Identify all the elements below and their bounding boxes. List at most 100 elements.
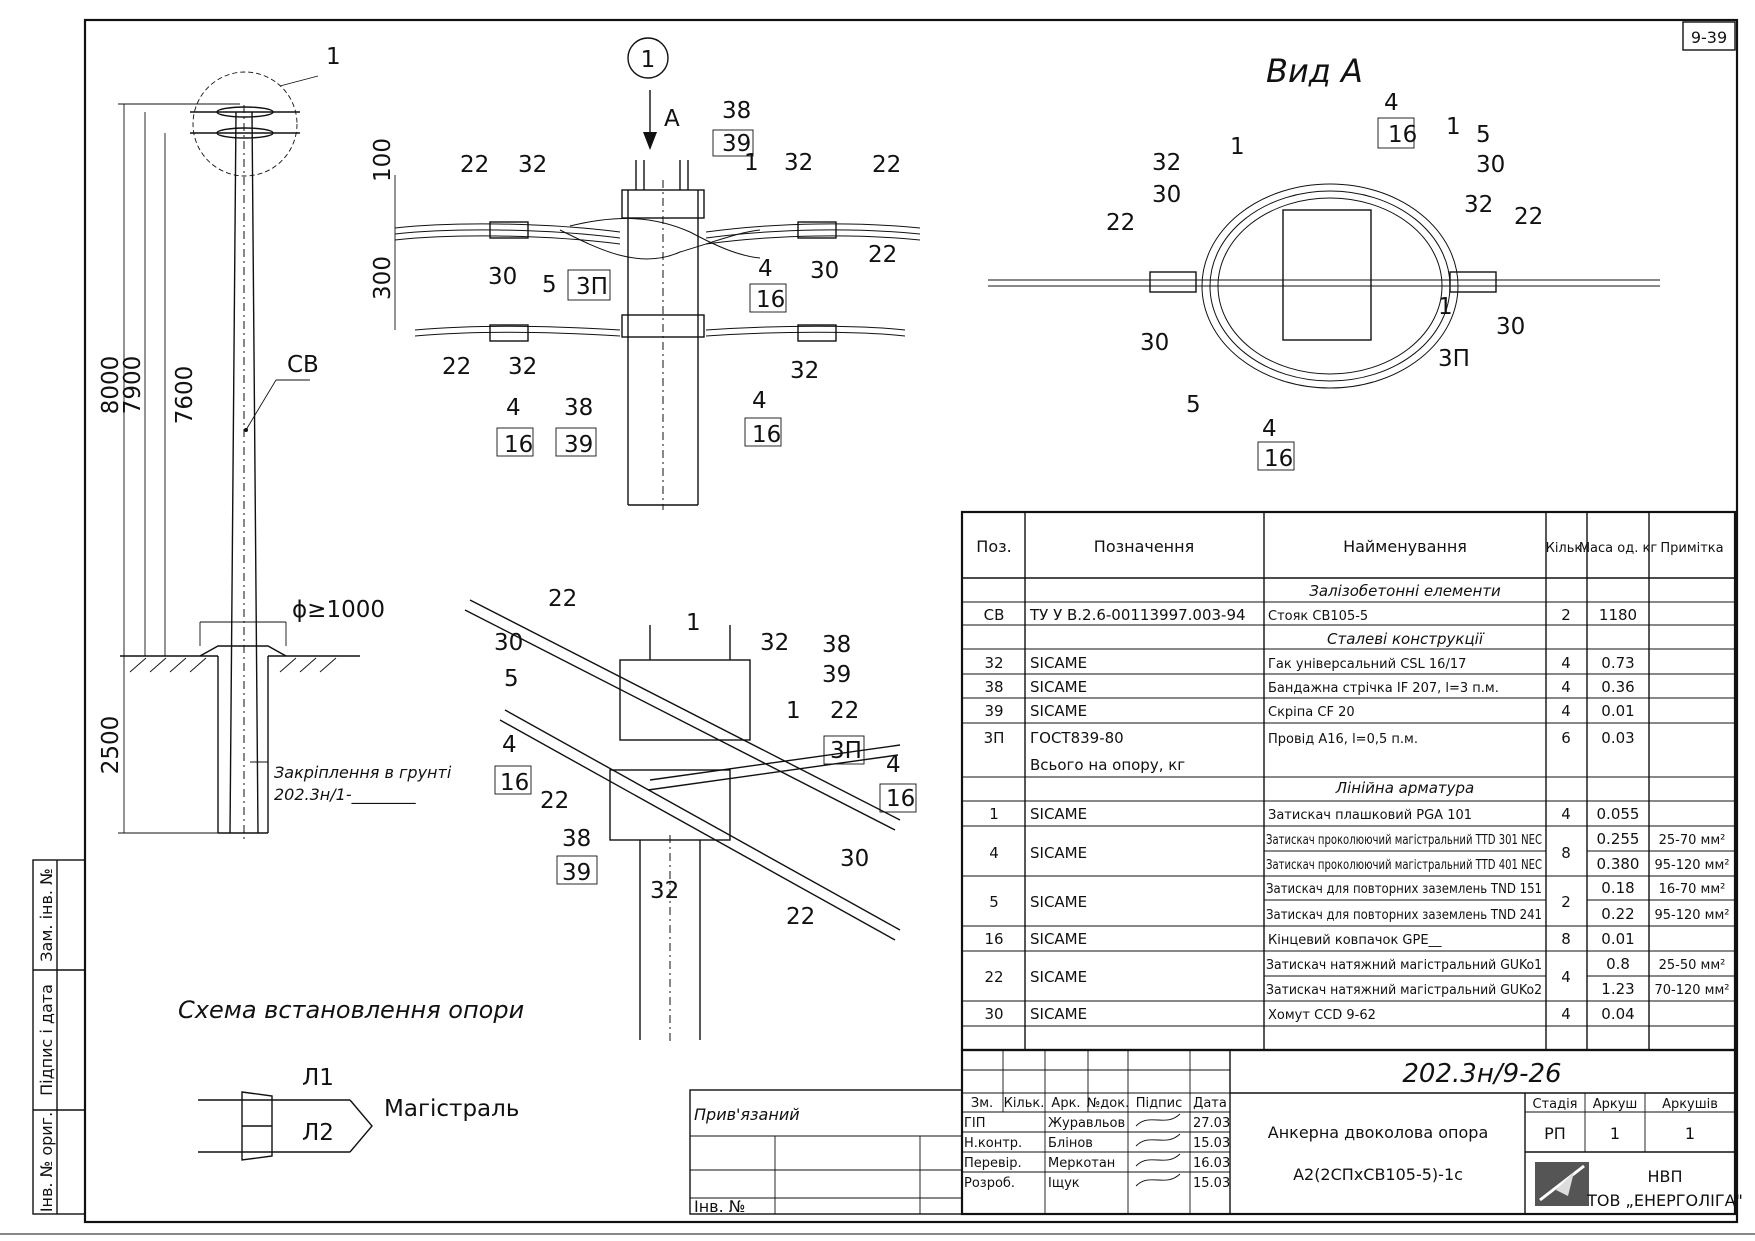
svg-text:2: 2 <box>1561 893 1571 911</box>
svg-text:22: 22 <box>540 788 569 814</box>
svg-text:4: 4 <box>1561 805 1571 823</box>
svg-text:32: 32 <box>1152 150 1181 176</box>
th-pos: Поз. <box>976 537 1011 556</box>
svg-text:39: 39 <box>984 702 1003 720</box>
table-row: 38 SICAME Бандажна стрічка IF 207, l=3 п… <box>984 678 1634 696</box>
side-view: 1 А 100 300 <box>370 37 921 510</box>
svg-text:0.055: 0.055 <box>1597 805 1640 823</box>
svg-text:Бандажна стрічка IF 207, l=3 п: Бандажна стрічка IF 207, l=3 п.м. <box>1268 681 1499 696</box>
dim-7600: 7600 <box>172 366 198 425</box>
svg-text:0.01: 0.01 <box>1601 930 1634 948</box>
svg-text:Скрiпа CF 20: Скрiпа CF 20 <box>1268 705 1355 720</box>
sheet-number: 9-39 <box>1691 28 1727 47</box>
svg-text:1180: 1180 <box>1599 606 1637 624</box>
th-name: Найменування <box>1343 537 1467 556</box>
svg-text:Затискач плашковий PGA 101: Затискач плашковий PGA 101 <box>1268 808 1472 823</box>
linked-label: Прив'язаний <box>694 1105 800 1124</box>
svg-text:SICAME: SICAME <box>1030 893 1087 911</box>
svg-text:16: 16 <box>984 930 1003 948</box>
svg-text:4: 4 <box>1561 654 1571 672</box>
svg-text:32: 32 <box>1464 192 1493 218</box>
line-l1: Л1 <box>302 1065 334 1091</box>
signer-row: Розроб. Іщук 15.03 <box>964 1173 1230 1191</box>
table-row: 3П ГОСТ839-80 Провід А16, l=0,5 п.м. 6 0… <box>984 729 1635 747</box>
spec-table: Поз. Позначення Найменування Кільк. Маса… <box>960 510 1737 1052</box>
sheets-value: 1 <box>1685 1124 1695 1143</box>
svg-text:3П: 3П <box>984 729 1005 747</box>
section-linear: Лінійна арматура <box>1335 779 1475 797</box>
svg-text:27.03: 27.03 <box>1193 1116 1230 1131</box>
table-row: Всього на опору, кг <box>1030 756 1185 774</box>
svg-text:38: 38 <box>722 98 751 124</box>
svg-text:16: 16 <box>504 432 533 458</box>
pole-label: СВ <box>287 352 319 378</box>
dim-8000: 8000 <box>98 356 124 415</box>
svg-text:4: 4 <box>1561 1005 1571 1023</box>
margin-stamp: Зам. інв. № Підпис і дата Інв. № ориг. <box>32 859 86 1215</box>
drawing-title: Анкерна двоколова опора <box>1268 1123 1489 1142</box>
svg-text:Кінцевий ковпачок GPE__: Кінцевий ковпачок GPE__ <box>1268 933 1442 948</box>
svg-text:22: 22 <box>984 968 1003 986</box>
line-main: Магістраль <box>384 1096 519 1122</box>
table-row: Затискач для повторних заземлень TND 241… <box>1266 905 1730 923</box>
pole-elevation: 1 8000 7900 7600 2500 ϕ≥10 <box>98 44 452 840</box>
svg-text:Іщук: Іщук <box>1048 1176 1080 1191</box>
svg-text:0.22: 0.22 <box>1601 905 1634 923</box>
svg-text:1: 1 <box>1230 134 1245 160</box>
iso-view: 22 30 5 4 16 1 32 38 39 1 22 3П 4 16 22 … <box>464 586 917 1045</box>
svg-text:25-50 мм²: 25-50 мм² <box>1659 958 1726 973</box>
callout-1-label: 1 <box>326 44 341 70</box>
svg-text:Меркотан: Меркотан <box>1048 1156 1115 1171</box>
svg-text:Аркушів: Аркушів <box>1662 1097 1718 1112</box>
svg-text:30: 30 <box>1476 152 1505 178</box>
svg-text:Затискач проколюючий магістрал: Затискач проколюючий магістральний TTD 3… <box>1266 833 1542 848</box>
svg-text:30: 30 <box>810 258 839 284</box>
svg-text:22: 22 <box>868 242 897 268</box>
title-block: Прив'язаний Інв. № 202.3н/9-26 Зм. Кільк… <box>689 1048 1743 1216</box>
svg-text:Журавльов: Журавльов <box>1048 1116 1125 1131</box>
table-row: 39 SICAME Скрiпа CF 20 4 0.01 <box>984 702 1634 720</box>
svg-text:Хомут CCD 9-62: Хомут CCD 9-62 <box>1268 1008 1376 1023</box>
table-row: 30 SICAME Хомут CCD 9-62 4 0.04 <box>984 1005 1634 1023</box>
svg-text:ГОСТ839-80: ГОСТ839-80 <box>1030 729 1124 747</box>
svg-text:1: 1 <box>786 698 801 724</box>
svg-text:Стадія: Стадія <box>1532 1097 1577 1112</box>
th-note: Примітка <box>1660 541 1723 556</box>
svg-text:38: 38 <box>984 678 1003 696</box>
svg-text:38: 38 <box>822 632 851 658</box>
svg-text:25-70 мм²: 25-70 мм² <box>1659 833 1726 848</box>
fixing-ref: 202.3н/1-________ <box>274 785 417 805</box>
svg-text:38: 38 <box>564 395 593 421</box>
svg-text:4: 4 <box>1262 416 1277 442</box>
arrow-a-label: А <box>664 106 680 132</box>
stamp-replace-inv: Зам. інв. № <box>37 868 56 961</box>
svg-text:SICAME: SICAME <box>1030 968 1087 986</box>
stamp-inv-orig: Інв. № ориг. <box>37 1112 56 1212</box>
line-l2: Л2 <box>302 1120 334 1146</box>
inv-no-label: Інв. № <box>694 1197 745 1216</box>
dim-7900: 7900 <box>120 356 146 415</box>
sheet-value: 1 <box>1610 1124 1620 1143</box>
svg-text:СВ: СВ <box>984 606 1005 624</box>
svg-text:0.01: 0.01 <box>1601 702 1634 720</box>
dim-100: 100 <box>370 138 396 182</box>
svg-text:0.04: 0.04 <box>1601 1005 1634 1023</box>
side-view-callout <box>627 37 669 79</box>
table-row: Затискач натяжний магістральний GUKo2 1.… <box>1266 980 1730 998</box>
svg-text:0.255: 0.255 <box>1597 830 1640 848</box>
svg-text:32: 32 <box>518 152 547 178</box>
svg-text:3П: 3П <box>576 274 608 300</box>
th-qty: Кільк. <box>1546 541 1587 556</box>
svg-text:4: 4 <box>1561 678 1571 696</box>
svg-text:39: 39 <box>822 662 851 688</box>
svg-text:Затискач для повторних заземле: Затискач для повторних заземлень TND 151 <box>1266 882 1542 897</box>
svg-text:SICAME: SICAME <box>1030 654 1087 672</box>
doc-code: 202.3н/9-26 <box>1402 1059 1561 1089</box>
svg-text:0.18: 0.18 <box>1601 879 1634 897</box>
svg-text:32: 32 <box>784 150 813 176</box>
svg-text:Підпис: Підпис <box>1136 1096 1182 1111</box>
svg-text:16: 16 <box>752 422 781 448</box>
svg-text:Гак універсальний CSL 16/17: Гак універсальний CSL 16/17 <box>1268 657 1466 672</box>
section-steel: Сталеві конструкції <box>1327 630 1485 648</box>
company-logo <box>1535 1162 1589 1206</box>
